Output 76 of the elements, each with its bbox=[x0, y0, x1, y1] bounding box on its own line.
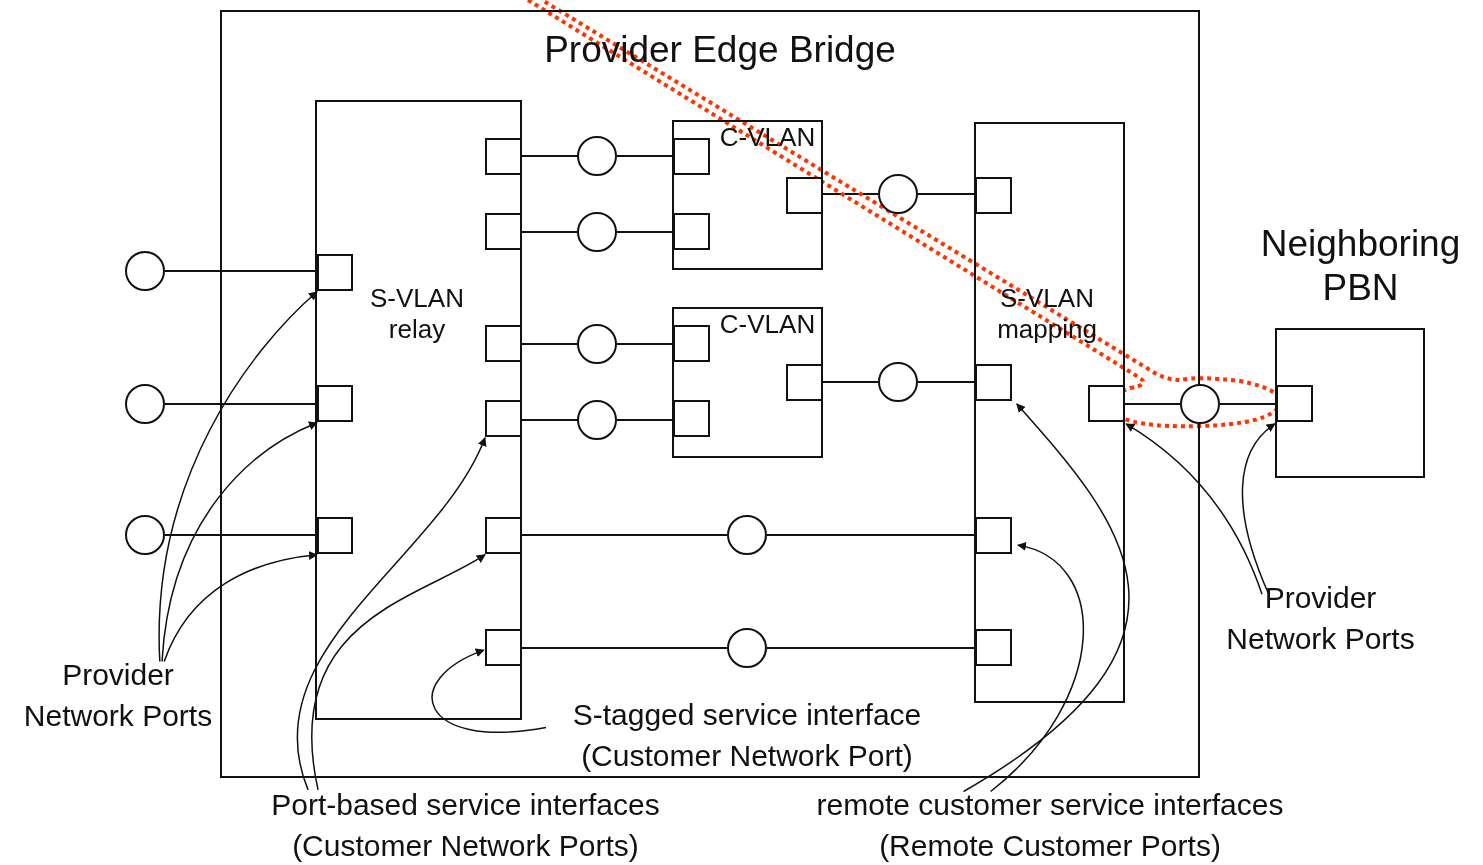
port-circle bbox=[577, 136, 617, 176]
port-box bbox=[786, 364, 823, 401]
port-circle bbox=[1180, 384, 1220, 424]
port-box bbox=[673, 400, 710, 437]
port-box bbox=[485, 325, 522, 362]
port-box bbox=[485, 138, 522, 175]
connector-line bbox=[917, 381, 976, 383]
port-circle bbox=[125, 515, 165, 555]
port-circle bbox=[727, 628, 767, 668]
port-box bbox=[673, 213, 710, 250]
leader-arrow bbox=[431, 649, 547, 733]
port-circle bbox=[125, 251, 165, 291]
connector-line bbox=[616, 343, 674, 345]
port-box bbox=[485, 213, 522, 250]
port-box bbox=[485, 517, 522, 554]
connector-line bbox=[521, 419, 578, 421]
port-circle bbox=[577, 212, 617, 252]
connector-line bbox=[766, 534, 976, 536]
leader-arrow bbox=[297, 436, 486, 791]
port-box bbox=[975, 517, 1012, 554]
connector-line bbox=[521, 534, 728, 536]
leader-arrow bbox=[1125, 423, 1263, 595]
port-box bbox=[317, 254, 353, 291]
port-box bbox=[1276, 385, 1313, 422]
leader-arrow bbox=[163, 551, 318, 663]
port-box bbox=[975, 177, 1012, 214]
box-title: S-VLAN relay bbox=[369, 283, 465, 346]
connector-line bbox=[822, 381, 879, 383]
port-box bbox=[975, 364, 1012, 401]
leader-arrow bbox=[989, 543, 1084, 793]
connector-line bbox=[521, 155, 578, 157]
port-circle bbox=[727, 515, 767, 555]
connector-line bbox=[164, 270, 318, 272]
callout-label: Provider Network Ports bbox=[1208, 578, 1433, 659]
connector-line bbox=[164, 403, 318, 405]
connector-line bbox=[917, 193, 976, 195]
connector-line bbox=[164, 534, 318, 536]
port-circle bbox=[125, 384, 165, 424]
port-circle bbox=[878, 174, 918, 214]
connector-line bbox=[521, 343, 578, 345]
connector-line bbox=[616, 231, 674, 233]
c-vlan-box bbox=[672, 120, 823, 270]
connector-line bbox=[1219, 403, 1277, 405]
box-title: C-VLAN bbox=[718, 309, 817, 341]
port-box bbox=[673, 138, 710, 175]
leader-arrow bbox=[962, 403, 1129, 793]
port-circle bbox=[577, 400, 617, 440]
c-vlan-box bbox=[672, 307, 823, 458]
port-box bbox=[1088, 385, 1125, 422]
port-circle bbox=[878, 362, 918, 402]
box-title: Neighboring PBN bbox=[1259, 222, 1462, 311]
port-box bbox=[485, 400, 522, 437]
connector-line bbox=[822, 193, 879, 195]
leader-arrow bbox=[311, 554, 486, 791]
port-circle bbox=[577, 324, 617, 364]
connector-line bbox=[521, 231, 578, 233]
leader-arrow bbox=[158, 291, 318, 663]
port-box bbox=[673, 325, 710, 362]
callout-label: Port-based service interfaces (Customer Network Ports) bbox=[238, 785, 693, 865]
port-box bbox=[485, 629, 522, 666]
connector-line bbox=[616, 155, 674, 157]
connector-line bbox=[521, 647, 728, 649]
callout-label: remote customer service interfaces (Remote Customer Ports) bbox=[780, 785, 1320, 865]
relay-box bbox=[315, 100, 522, 720]
leader-arrow bbox=[161, 421, 318, 663]
mapping-box bbox=[974, 122, 1125, 703]
connector-line bbox=[766, 647, 976, 649]
connector-line bbox=[1124, 403, 1181, 405]
bridge-box bbox=[220, 10, 1200, 778]
port-box bbox=[317, 385, 353, 422]
port-box bbox=[975, 629, 1012, 666]
port-box bbox=[317, 517, 353, 554]
port-box bbox=[786, 177, 823, 214]
callout-label: S-tagged service interface (Customer Network Port) bbox=[546, 695, 948, 776]
callout-label: Provider Network Ports bbox=[8, 655, 228, 736]
connector-line bbox=[616, 419, 674, 421]
